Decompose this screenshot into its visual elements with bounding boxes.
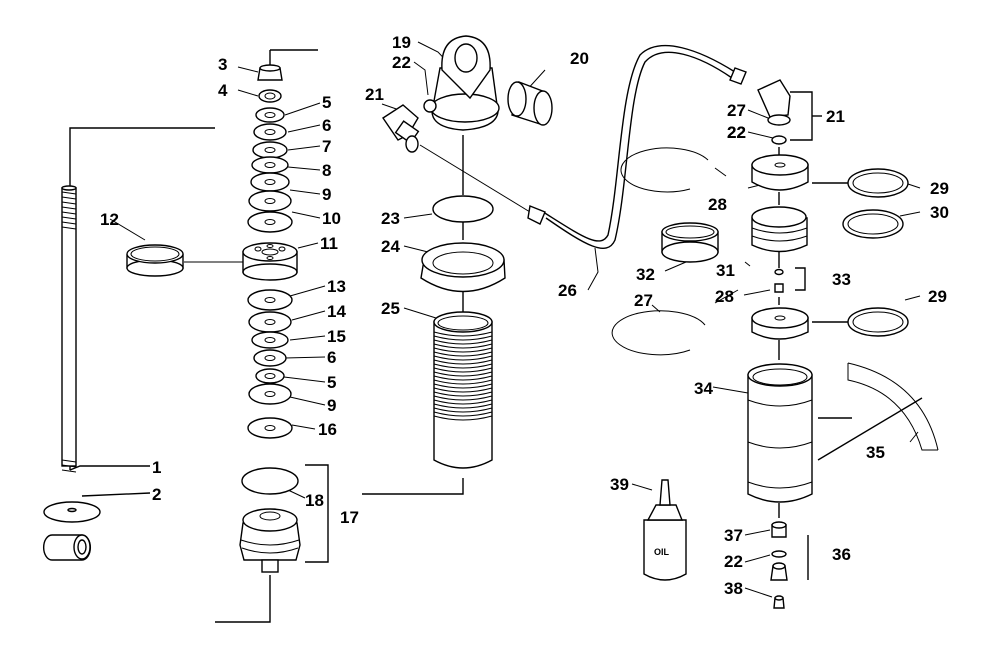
oil-label: OIL [654,547,670,557]
callout-32: 32 [636,265,655,284]
callout-33: 33 [832,270,851,289]
main-cylinder [420,195,506,469]
callout-21b: 21 [826,107,845,126]
cylinder-thread-line [433,383,493,389]
callout-13: 13 [327,277,346,296]
shaft-eye [42,501,101,561]
cylinder-thread-line [433,395,493,401]
callout-18: 18 [305,491,324,510]
callout-28b: 28 [715,287,734,306]
callout-7: 7 [322,137,331,156]
cylinder-thread-line [433,343,493,349]
callout-5: 5 [322,93,331,112]
callout-9b: 9 [327,396,336,415]
callout-25: 25 [381,299,400,318]
callout-12: 12 [100,210,119,229]
leader-lines [69,41,923,623]
callout-20: 20 [570,49,589,68]
callout-10: 10 [322,209,341,228]
callout-6b: 6 [327,348,336,367]
callout-26: 26 [558,281,577,300]
callout-4: 4 [218,81,228,100]
reservoir-hose [527,45,747,249]
callout-22: 22 [392,53,411,72]
cylinder-thread-line [433,363,493,369]
cylinder-thread-line [433,375,493,381]
callout-29b: 29 [928,287,947,306]
callout-27: 27 [727,101,746,120]
callout-37: 37 [724,526,743,545]
callout-35: 35 [866,443,885,462]
callout-30: 30 [930,203,949,222]
cylinder-thread-line [433,371,493,377]
callout-28: 28 [708,195,727,214]
callout-11: 11 [320,234,338,253]
callout-22d: 22 [724,552,743,571]
cylinder-thread-line [433,339,493,345]
callout-1: 1 [152,458,161,477]
cylinder-thread-line [433,403,493,409]
callout-3: 3 [218,55,227,74]
cylinder-thread-line [433,391,493,397]
callout-5b: 5 [327,373,336,392]
callout-36: 36 [832,545,851,564]
callout-8: 8 [322,161,331,180]
callout-16: 16 [318,420,337,439]
callout-31: 31 [716,261,735,280]
cylinder-thread-line [433,355,493,361]
callout-22c: 22 [727,123,746,142]
callout-24: 24 [381,237,400,256]
callout-34: 34 [694,379,713,398]
cylinder-thread-line [433,387,493,393]
piston-shaft [61,185,77,473]
callout-17: 17 [340,508,359,527]
valve-stack [239,64,301,573]
callout-23: 23 [381,209,400,228]
cylinder-thread-line [433,331,493,337]
cylinder-thread-line [433,335,493,341]
callout-14: 14 [327,302,346,321]
cylinder-thread-line [433,379,493,385]
cylinder-thread-line [433,407,493,413]
callout-numbers: 1 2 3 4 5 6 7 8 9 10 11 12 13 14 15 6 5 … [100,33,949,598]
callout-39: 39 [610,475,629,494]
cylinder-thread-line [433,411,493,417]
top-mount [382,35,553,153]
callout-15: 15 [327,327,346,346]
callout-21: 21 [365,85,384,104]
cylinder-thread-line [433,399,493,405]
cylinder-thread-line [433,359,493,365]
cylinder-thread-line [433,351,493,357]
cylinder-thread-line [433,347,493,353]
callout-9: 9 [322,185,331,204]
cylinder-thread-line [433,367,493,373]
cylinder-thread-line [433,415,493,421]
callout-27b: 27 [634,291,653,310]
callout-22b: 22 [727,123,746,142]
callout-29: 29 [930,179,949,198]
callout-6: 6 [322,116,331,135]
bearing-ring [126,244,184,277]
callout-38: 38 [724,579,743,598]
oil-bottle: OIL [643,479,687,581]
callout-2: 2 [152,485,161,504]
reservoir-assembly [611,79,939,609]
callout-19: 19 [392,33,411,52]
